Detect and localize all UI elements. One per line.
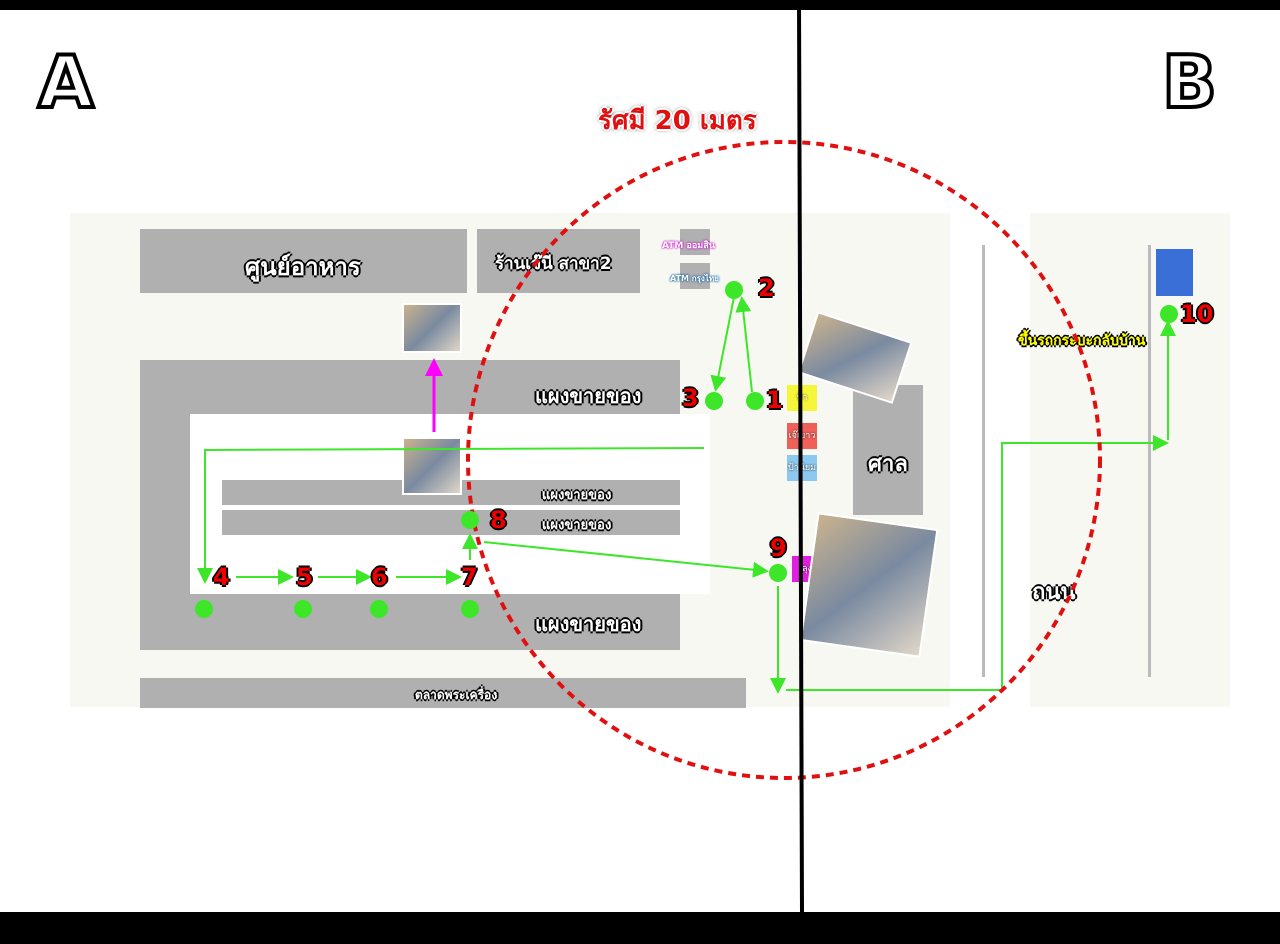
stall-bottom-label: แผงขายของ [535,612,642,636]
path-road [786,435,1169,691]
panel-label-a: A [36,38,96,126]
pickup-marker [1156,249,1193,296]
path-1-2 [735,296,753,393]
path-8-9 [483,541,769,578]
point-4-dot [195,600,213,618]
point-5-label: 5 [296,563,313,591]
top-bar [0,0,1280,10]
road-line-1 [982,245,985,677]
food-court [140,229,467,293]
point-7-label: 7 [461,563,478,591]
path-2-3 [710,296,735,392]
point-10-label: 10 [1180,300,1214,328]
point-3-dot [705,392,723,410]
point-6-label: 6 [371,563,388,591]
stall-mid1-label: แผงขายของ [542,488,612,503]
point-5-dot [294,600,312,618]
road-line-2 [1148,245,1151,677]
amulet-market [140,678,746,708]
divider-line [797,0,804,913]
person-photo-top [402,303,462,353]
stall-top-label: แผงขายของ [535,384,642,408]
point-8-label: 8 [490,506,507,534]
radius-title: รัศมี 20 เมตร [598,106,757,136]
point-2-label: 2 [758,274,775,302]
atm-ktb: ATM กรุงไทย [670,274,719,283]
point-4-label: 4 [213,563,230,591]
stall-mid2 [222,510,680,535]
amulet-market-label: ตลาดพระเครื่อง [415,688,498,702]
point-2-dot [725,281,743,299]
atm-block-1 [680,229,710,255]
point-8-dot [461,511,479,529]
point-9-label: 9 [770,534,787,562]
person-photo-mid [402,437,462,495]
point-7-dot [461,600,479,618]
pickup-label: ขึ้นรถกระบะกลับบ้าน [1018,333,1146,349]
panel-label-b: B [1160,38,1219,126]
point-1-label: 1 [766,386,783,414]
shrine [853,385,923,515]
point-1-dot [746,392,764,410]
point-3-label: 3 [682,384,699,412]
food-court-label: ศูนย์อาหาร [245,253,361,281]
radius-circle [466,140,1102,780]
stall-mid2-label: แผงขายของ [542,518,612,533]
atm-gsb: ATM ออมสิน [662,241,715,251]
shrine-label: ศาล [868,452,908,477]
point-9-dot [769,564,787,582]
point-10-dot [1160,305,1178,323]
shop-branch2 [477,229,640,293]
atm-block-2 [680,263,710,289]
map-right [1030,213,1230,707]
point-6-dot [370,600,388,618]
shop-branch2-label: ร้านเจ๊นี สาขา2 [495,254,612,274]
path-to-4 [197,447,705,584]
bottom-bar [0,912,1280,944]
